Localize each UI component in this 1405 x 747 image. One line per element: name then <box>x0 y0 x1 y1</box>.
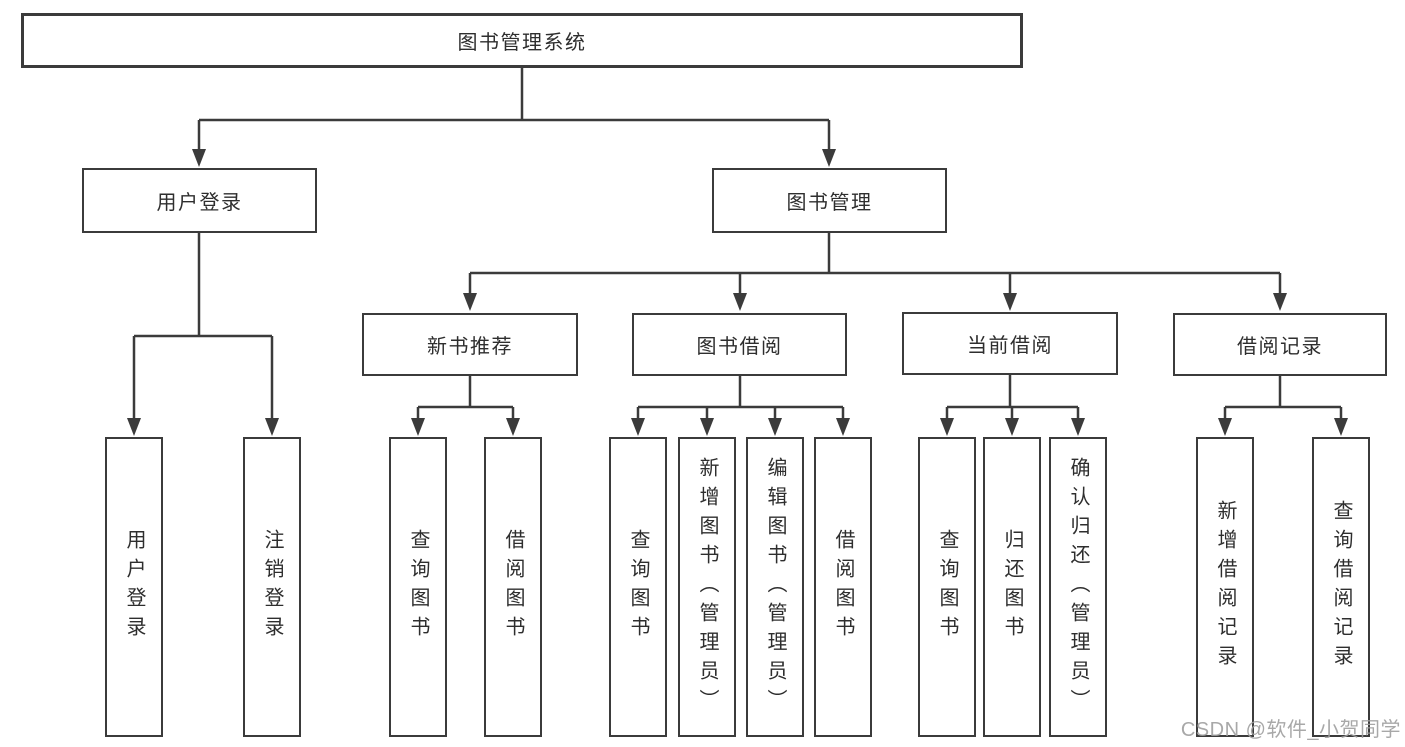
node-label: 用户登录 <box>156 192 243 214</box>
leaf-borrow-books-recommend: 借阅图书 <box>484 437 542 737</box>
leaf-confirm-return-admin: 确认归还（管理员） <box>1049 437 1107 737</box>
node-label: 用户登录 <box>123 529 145 645</box>
node-label: 新书推荐 <box>427 336 513 358</box>
node-label: 借阅图书 <box>832 529 854 645</box>
node-label: 新增图书（管理员） <box>696 456 718 718</box>
node-label: 查询借阅记录 <box>1330 500 1352 674</box>
leaf-add-book-admin: 新增图书（管理员） <box>678 437 736 737</box>
node-label: 查询图书 <box>627 529 649 645</box>
leaf-query-books-current: 查询图书 <box>918 437 976 737</box>
watermark: CSDN @软件_小贺同学 <box>1180 719 1401 741</box>
node-label: 确认归还（管理员） <box>1067 456 1089 718</box>
node-book-borrowing: 图书借阅 <box>632 313 847 376</box>
node-label: 查询图书 <box>936 529 958 645</box>
node-label: 编辑图书（管理员） <box>764 456 786 718</box>
node-current-borrowing: 当前借阅 <box>902 312 1118 375</box>
node-new-book-recommendation: 新书推荐 <box>362 313 578 376</box>
leaf-borrow-books-borrowing: 借阅图书 <box>814 437 872 737</box>
node-library-management-system: 图书管理系统 <box>21 13 1023 68</box>
node-label: 注销登录 <box>261 529 283 645</box>
node-label: 当前借阅 <box>967 335 1053 357</box>
leaf-query-borrowing-record: 查询借阅记录 <box>1312 437 1370 737</box>
node-label: 图书借阅 <box>696 336 783 358</box>
leaf-return-books: 归还图书 <box>983 437 1041 737</box>
node-borrowing-records: 借阅记录 <box>1173 313 1387 376</box>
node-label: 新增借阅记录 <box>1214 500 1236 674</box>
leaf-add-borrowing-record: 新增借阅记录 <box>1196 437 1254 737</box>
leaf-logout: 注销登录 <box>243 437 301 737</box>
node-book-management: 图书管理 <box>712 168 947 233</box>
leaf-query-books-recommend: 查询图书 <box>389 437 447 737</box>
node-label: 借阅记录 <box>1237 336 1323 358</box>
node-label: 图书管理 <box>786 192 873 214</box>
leaf-user-login: 用户登录 <box>105 437 163 737</box>
leaf-query-books-borrowing: 查询图书 <box>609 437 667 737</box>
node-label: 借阅图书 <box>502 529 524 645</box>
node-label: 图书管理系统 <box>457 32 587 54</box>
node-user-login: 用户登录 <box>82 168 317 233</box>
node-label: 归还图书 <box>1001 529 1023 645</box>
leaf-edit-book-admin: 编辑图书（管理员） <box>746 437 804 737</box>
node-label: 查询图书 <box>407 529 429 645</box>
